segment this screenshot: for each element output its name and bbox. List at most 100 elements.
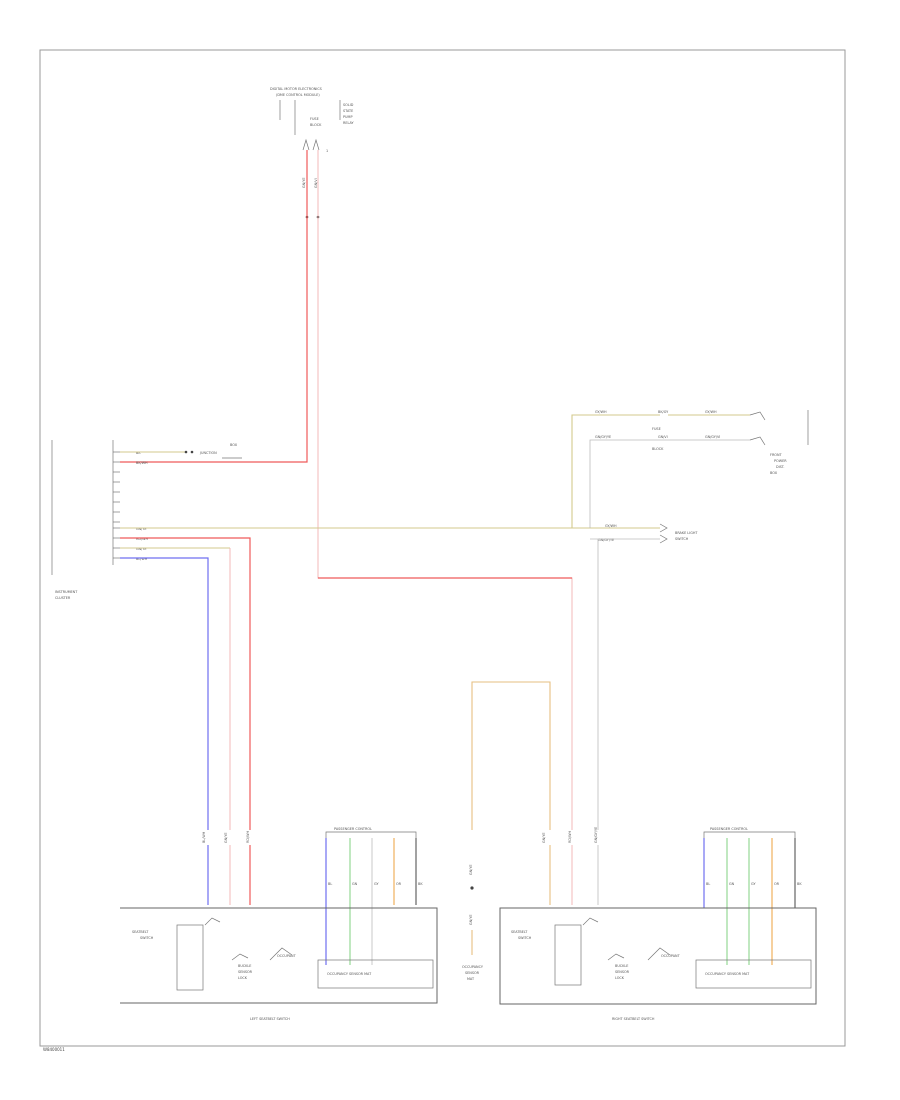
left-seatbelt-title: LEFT SEATBELT SWITCH: [250, 1017, 290, 1021]
wire-orange-loop: [471, 681, 551, 830]
center-dot: [470, 886, 474, 890]
rh-label-2: GN: [729, 882, 735, 886]
br-label-1: GN/YE: [542, 832, 546, 843]
left-occ: OCCUPANT: [277, 954, 297, 958]
top-note-2: STATE: [343, 109, 353, 113]
rh-label-5: BK: [797, 882, 802, 886]
fuse-top-name: FUSE: [652, 427, 661, 431]
left-pin-label-2: BK/WH: [136, 461, 148, 465]
rt-row1-label-3: GY/WH: [705, 410, 717, 414]
left-buckle-contact: [231, 953, 249, 961]
left-pin-label-4: RD/WH: [136, 537, 148, 541]
top-module-sub: (DME CONTROL MODULE): [276, 93, 320, 97]
top-note-3: PUMP: [343, 115, 353, 119]
left-inner-1: SEATBELT: [132, 930, 149, 934]
left-switch-body: [176, 924, 204, 991]
right-seatbelt-module: SEATBELT SWITCH BUCKLE SENSOR LOCK OCCUP…: [499, 907, 817, 1021]
right-top-line-1: FRONT: [770, 453, 783, 457]
top-connector-arrow-2: [312, 138, 320, 151]
ignition-label-1: JUNCTION: [199, 451, 217, 455]
right-top-line-4: BOX: [770, 471, 778, 475]
left-module-sub: CLUSTER: [55, 596, 71, 600]
left-module-name: INSTRUMENT: [55, 590, 78, 594]
right-top-module: FRONT POWER DIST. BOX: [571, 410, 809, 528]
right-sensor-label: OCCUPANCY SENSOR MAT: [705, 972, 750, 976]
wire-gray-riser: [589, 439, 750, 528]
top-note-4: RELAY: [343, 121, 355, 125]
brake-row2-label: GN/GY/YE: [598, 538, 614, 542]
left-pin-label-5: GN/YE: [136, 547, 147, 551]
lh-label-1: BL: [328, 882, 332, 886]
bl-label-1: BL/WH: [202, 831, 206, 843]
left-harness-label: PASSENGER CONTROL: [334, 827, 372, 831]
wire-red-left: [120, 537, 251, 830]
right-switch-body: [554, 924, 582, 986]
wire-pink-top: [317, 150, 573, 830]
right-top-line-3: DIST.: [776, 465, 785, 469]
right-top-switch-2: [749, 436, 766, 446]
wire-blue-left: [120, 557, 209, 830]
rt-row2-label-2: GN/VI: [658, 435, 668, 439]
junction-dot-1: [184, 450, 188, 454]
rh-label-3: GY: [751, 882, 756, 886]
center-line-1: OCCUPANCY: [462, 965, 484, 969]
bl-label-3: RD/WH: [246, 831, 250, 843]
rh-label-1: BL: [706, 882, 710, 886]
top-pair-label-1: GN/YE: [302, 177, 306, 188]
right-switch-contact: [582, 917, 599, 926]
rt-row1-label-2: BK/GY: [658, 410, 669, 414]
top-wire-note-1: FUSE: [310, 117, 319, 121]
center-line-3: MAT: [467, 977, 475, 981]
bl-label-2: GN/YE: [224, 832, 228, 843]
right-occ: OCCUPANT: [661, 954, 681, 958]
brake-light-name: BRAKE LIGHT: [675, 531, 698, 535]
right-sensor-box: [695, 959, 812, 989]
left-harness-bracket: [325, 831, 417, 838]
junction-dot-2: [190, 450, 194, 454]
brake-row1-label: GY/WH: [605, 524, 617, 528]
left-buckle-2: SENSOR: [238, 970, 253, 974]
br-label-3: GN/GY/YE: [594, 827, 598, 843]
top-module-name: DIGITAL MOTOR ELECTRONICS: [270, 87, 322, 91]
wire-red-top: [120, 150, 308, 463]
left-harness: PASSENGER CONTROL BL GN GY OR BK: [325, 827, 423, 965]
top-note-1: SOLID: [343, 103, 354, 107]
top-module: DIGITAL MOTOR ELECTRONICS (DME CONTROL M…: [270, 87, 355, 153]
top-connector-arrow-1: [302, 138, 310, 151]
brake-arrow-2: [659, 534, 668, 544]
right-top-line-2: POWER: [774, 459, 787, 463]
frame-caption: W8400011: [43, 1047, 65, 1052]
center-connector: GN/YE GN/YE OCCUPANCY SENSOR MAT: [462, 864, 484, 981]
center-wire-label-1: GN/YE: [469, 864, 473, 875]
left-inner-2: SWITCH: [140, 936, 154, 940]
right-seatbelt-title: RIGHT SEATBELT SWITCH: [612, 1017, 655, 1021]
right-inner-2: SWITCH: [518, 936, 532, 940]
left-pin-label-3: GN/YE: [136, 527, 147, 531]
left-buckle-3: LOCK: [238, 976, 248, 980]
brake-light-sub: SWITCH: [675, 537, 689, 541]
right-inner-1: SEATBELT: [511, 930, 528, 934]
left-occ-contact: [269, 947, 293, 961]
top-wire-note-2: BLOCK: [310, 123, 322, 127]
lh-label-3: GY: [374, 882, 379, 886]
right-occ-contact: [647, 947, 671, 961]
right-top-switch-1: [749, 411, 766, 421]
left-seatbelt-module: SEATBELT SWITCH BUCKLE SENSOR LOCK OCCUP…: [120, 907, 438, 1021]
right-seatbelt-box: [499, 907, 817, 1005]
left-seatbelt-box: [120, 907, 438, 1004]
center-wire-label-2: GN/YE: [469, 914, 473, 925]
right-harness-label: PASSENGER CONTROL: [710, 827, 748, 831]
left-pin-label-1: BK: [136, 451, 141, 455]
lh-label-2: GN: [352, 882, 358, 886]
top-pin: 1: [326, 149, 328, 153]
top-pair-label-2: GN/VI: [314, 178, 318, 188]
wire-yellow-riser: [571, 414, 660, 528]
right-harness: PASSENGER CONTROL BL GN GY OR BK: [703, 827, 802, 965]
right-buckle-2: SENSOR: [615, 970, 630, 974]
lh-label-5: BK: [418, 882, 423, 886]
rt-row2-label-3: GN/GY/VI: [705, 435, 720, 439]
rt-row2-label-1: GN/GY/YE: [595, 435, 611, 439]
left-pin-label-6: BL/WH: [136, 557, 148, 561]
right-buckle-3: LOCK: [615, 976, 625, 980]
right-buckle-1: BUCKLE: [615, 964, 628, 968]
